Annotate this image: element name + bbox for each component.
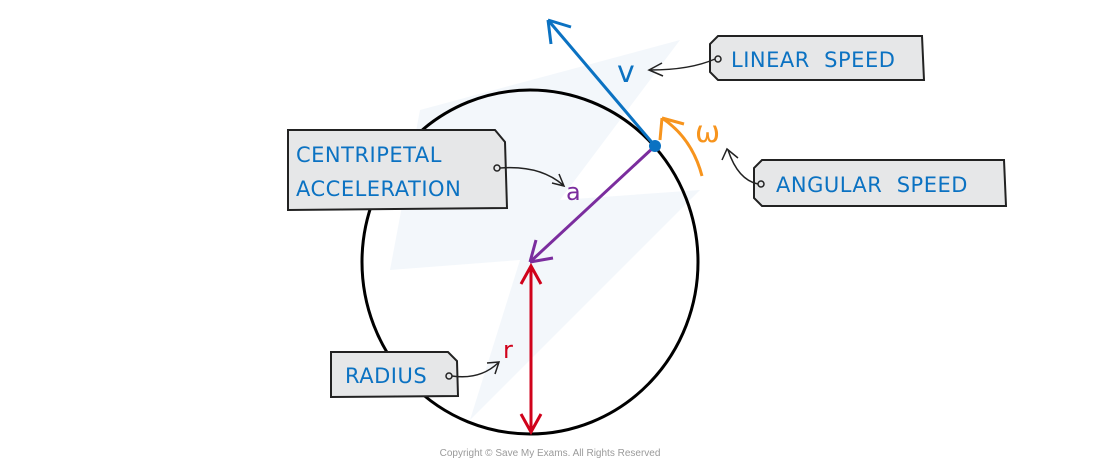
radius-symbol: r — [503, 336, 513, 364]
circle-path — [360, 88, 700, 436]
acceleration-symbol: a — [566, 178, 581, 206]
acceleration-vector — [528, 144, 657, 264]
centripetal-connector — [499, 166, 564, 186]
copyright-notice: Copyright © Save My Exams. All Rights Re… — [440, 448, 661, 459]
angular-speed-label: ANGULAR SPEED — [776, 173, 968, 197]
angular-speed-connector — [727, 149, 759, 185]
linear-speed-tag: LINEAR SPEED — [709, 35, 926, 81]
radius-tag: RADIUS — [330, 351, 460, 399]
radius-arrow — [519, 262, 543, 436]
velocity-vector — [546, 18, 657, 147]
linear-speed-connector — [649, 58, 716, 71]
radius-label: RADIUS — [345, 364, 427, 388]
linear-speed-label: LINEAR SPEED — [731, 48, 895, 72]
particle-dot — [649, 140, 661, 152]
angular-speed-tag: ANGULAR SPEED — [753, 159, 1008, 207]
centripetal-label-line2: ACCELERATION — [296, 177, 461, 201]
velocity-symbol: v — [617, 55, 635, 90]
angular-speed-symbol: ω — [695, 115, 720, 150]
angular-speed-arrow — [658, 116, 704, 177]
centripetal-label-line1: CENTRIPETAL — [296, 143, 442, 167]
centripetal-acceleration-tag: CENTRIPETAL ACCELERATION — [287, 129, 509, 212]
radius-connector — [451, 362, 499, 378]
